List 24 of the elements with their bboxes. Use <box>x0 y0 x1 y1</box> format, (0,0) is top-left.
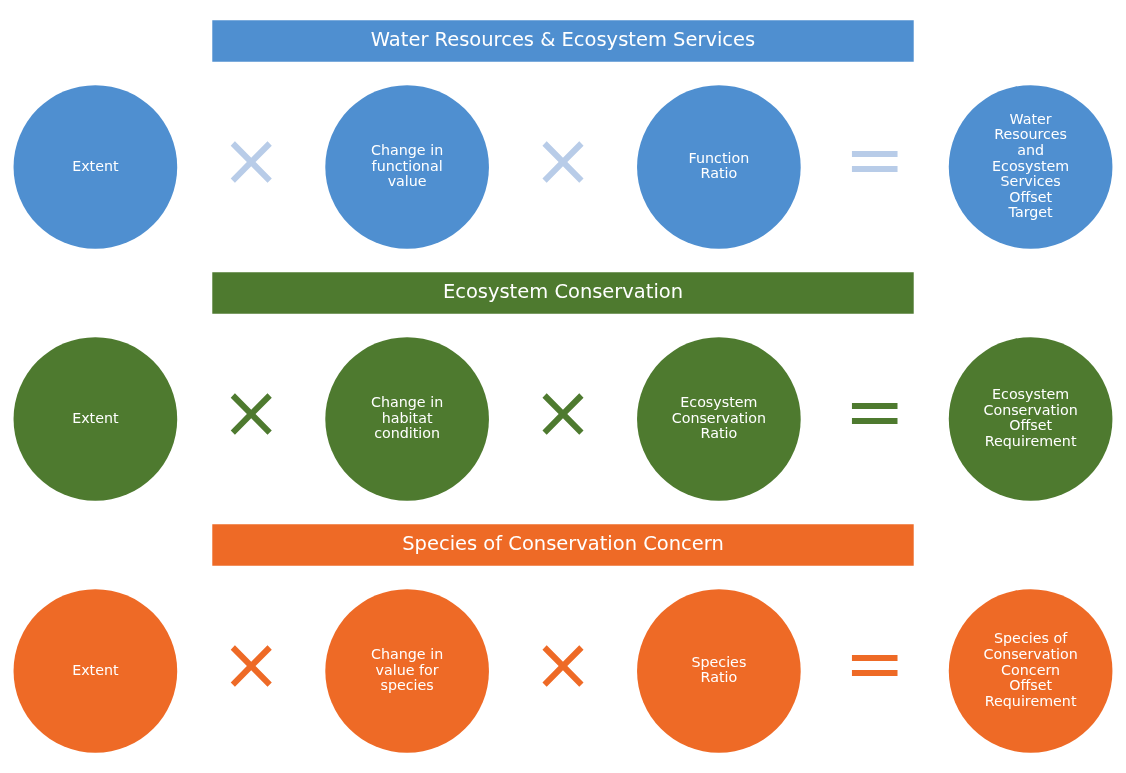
label: × <box>532 620 594 706</box>
node-circle: Change in functional value <box>325 85 489 249</box>
node-box: Ecosystem Conservation <box>212 272 914 314</box>
label: × <box>220 116 282 202</box>
node-circle: Species of Conservation Concern Offset Requirement <box>948 589 1113 753</box>
label: × <box>532 368 594 454</box>
node-box: Water Resources & Ecosystem Services <box>212 20 914 62</box>
node-circle: Ecosystem Conservation Ratio <box>637 337 801 501</box>
label: × <box>220 620 282 706</box>
node-circle: Water Resources and Ecosystem Services Offset Target <box>948 85 1113 249</box>
label: = <box>844 116 906 202</box>
node-circle: Change in habitat condition <box>325 337 489 501</box>
label: = <box>844 368 906 454</box>
node-circle: Species Ratio <box>637 589 801 753</box>
node-circle: Ecosystem Conservation Offset Requirement <box>948 337 1113 501</box>
node-circle: Extent <box>13 589 178 753</box>
node-box: Species of Conservation Concern <box>212 524 914 566</box>
node-circle: Change in value for species <box>325 589 489 753</box>
label: × <box>220 368 282 454</box>
node-circle: Function Ratio <box>637 85 801 249</box>
label: × <box>532 116 594 202</box>
node-circle: Extent <box>13 85 178 249</box>
label: = <box>844 620 906 706</box>
node-circle: Extent <box>13 337 178 501</box>
